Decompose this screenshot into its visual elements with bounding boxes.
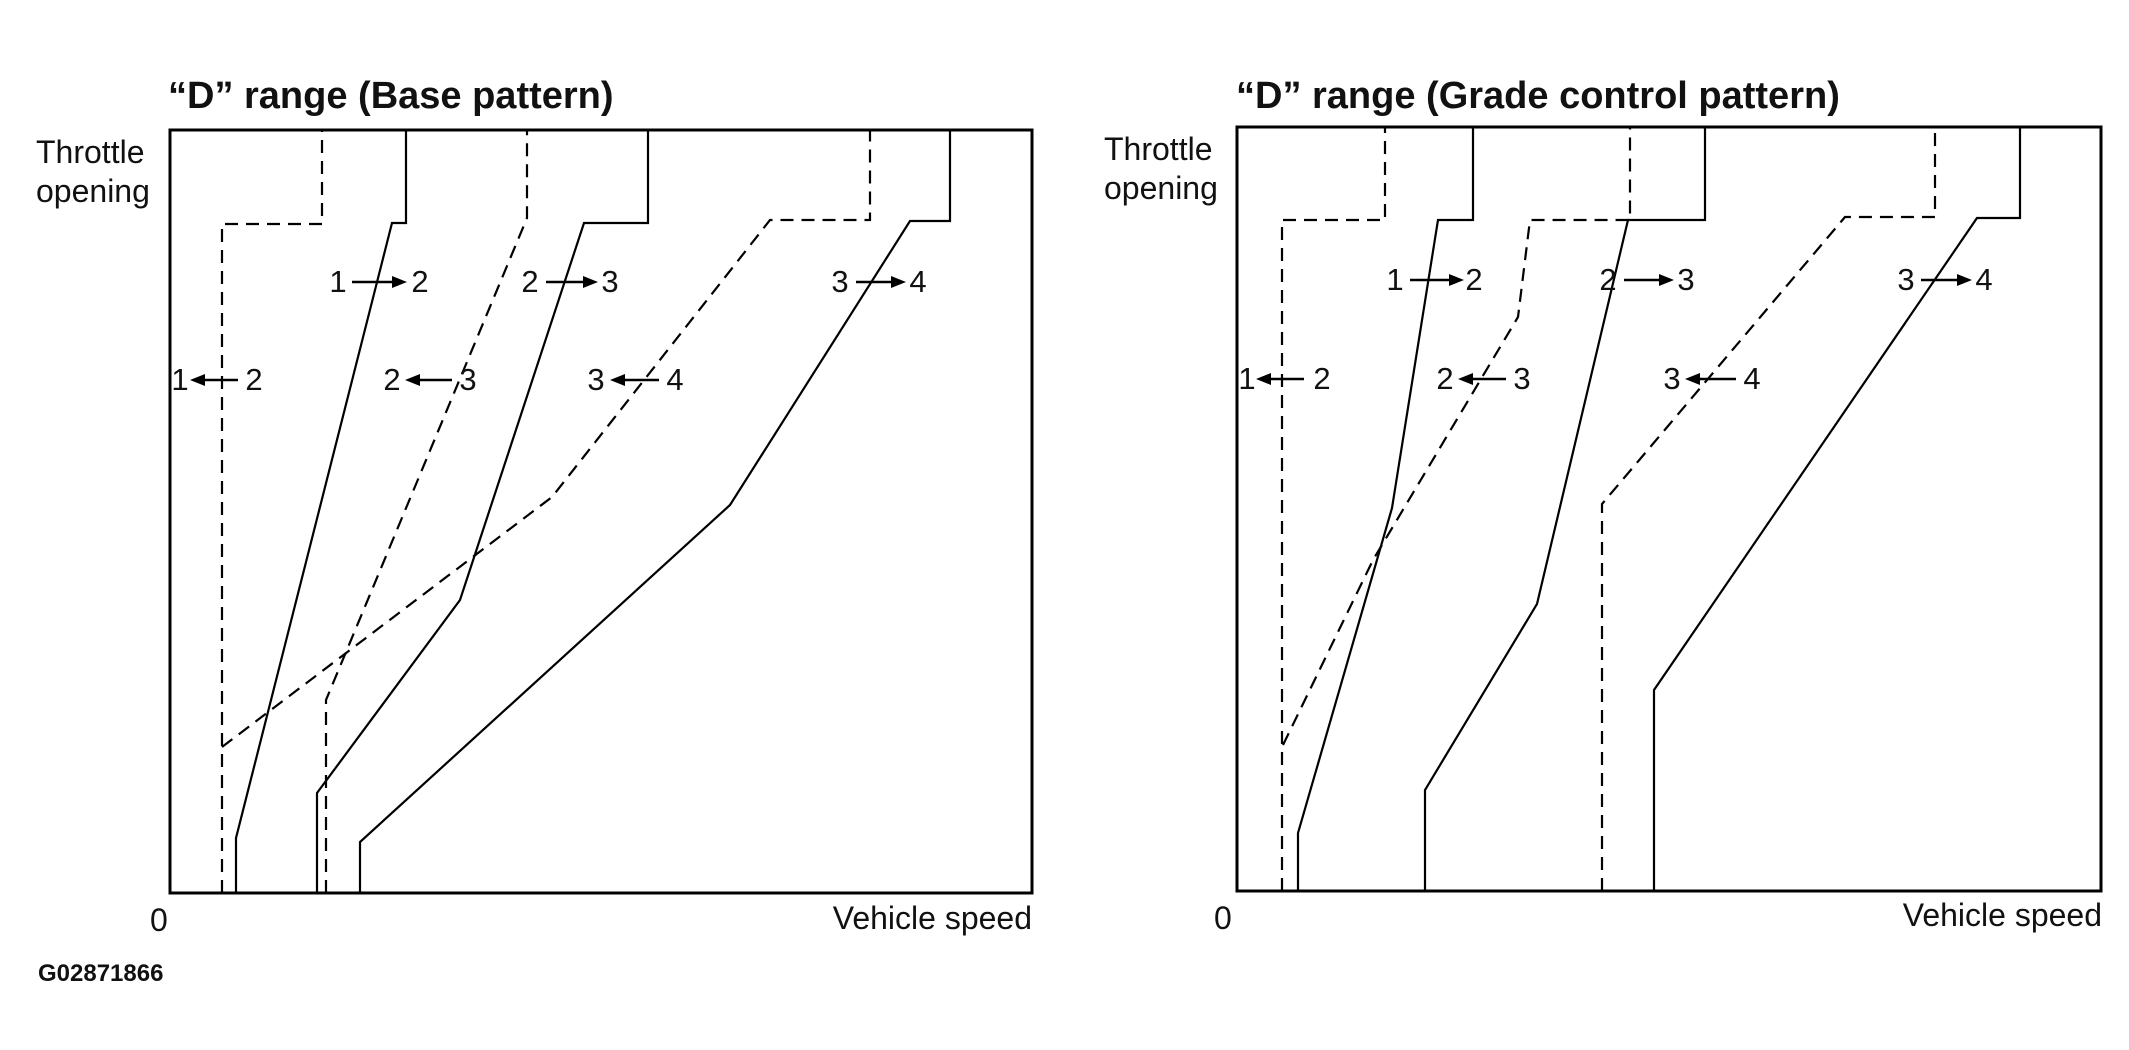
svg-text:3: 3 <box>459 362 476 397</box>
svg-text:3: 3 <box>1663 361 1680 396</box>
svg-text:3: 3 <box>1513 361 1530 396</box>
svg-text:4: 4 <box>1743 361 1760 396</box>
shift-label-up-2-3: 2 3 <box>1599 262 1694 297</box>
upshift-line-2-3 <box>1423 127 1707 891</box>
svg-text:2: 2 <box>1436 361 1453 396</box>
origin-label: 0 <box>150 902 168 938</box>
shift-label-up-2-3: 2 3 <box>521 264 618 299</box>
svg-text:3: 3 <box>1677 262 1694 297</box>
svg-text:2: 2 <box>1465 262 1482 297</box>
shift-label-up-3-4: 3 4 <box>831 264 926 299</box>
shift-label-down-2-3: 2 3 <box>1436 361 1530 396</box>
svg-text:1: 1 <box>329 264 346 299</box>
y-axis-label-line1: Throttle <box>1104 131 1212 167</box>
y-axis-label-line1: Throttle <box>36 134 144 170</box>
svg-text:2: 2 <box>383 362 400 397</box>
svg-text:3: 3 <box>1897 262 1914 297</box>
shift-label-down-3-4: 3 4 <box>587 362 683 397</box>
panel-base-pattern: “D” range (Base pattern) Throttle openin… <box>36 75 1034 938</box>
plot-frame <box>1235 125 2103 893</box>
plot-frame <box>168 128 1034 895</box>
svg-text:2: 2 <box>1313 361 1330 396</box>
upshift-line-3-4 <box>358 130 952 893</box>
y-axis-label-line2: opening <box>1104 170 1218 206</box>
y-axis-label-line2: opening <box>36 173 150 209</box>
svg-text:1: 1 <box>1238 361 1255 396</box>
upshift-line-1-2 <box>1296 127 1475 891</box>
x-axis-label: Vehicle speed <box>833 900 1032 936</box>
svg-text:4: 4 <box>909 264 926 299</box>
shift-label-down-3-4: 3 4 <box>1663 361 1760 396</box>
upshift-line-2-3 <box>315 130 650 893</box>
svg-text:4: 4 <box>666 362 683 397</box>
svg-text:1: 1 <box>1386 262 1403 297</box>
shift-label-up-3-4: 3 4 <box>1897 262 1992 297</box>
downshift-line-1-2 <box>1280 127 1387 891</box>
figure-code: G02871866 <box>38 960 163 987</box>
svg-text:2: 2 <box>411 264 428 299</box>
downshift-line-2-3 <box>324 130 529 893</box>
downshift-line-2-3 <box>1282 127 1632 746</box>
downshift-line-1-2 <box>220 130 324 893</box>
panel-grade-control-pattern: “D” range (Grade control pattern) Thrott… <box>1104 75 2103 936</box>
shift-label-down-2-3: 2 3 <box>383 362 476 397</box>
panel-title: “D” range (Grade control pattern) <box>1236 75 1840 117</box>
upshift-line-3-4 <box>1652 127 2022 891</box>
shift-label-down-1-2: 1 2 <box>1238 361 1330 396</box>
svg-text:3: 3 <box>601 264 618 299</box>
svg-text:2: 2 <box>1599 262 1616 297</box>
svg-text:4: 4 <box>1975 262 1992 297</box>
downshift-line-3-4 <box>221 130 872 748</box>
shift-label-up-1-2: 1 2 <box>329 264 428 299</box>
svg-text:2: 2 <box>521 264 538 299</box>
downshift-line-3-4 <box>1600 127 1937 891</box>
origin-label: 0 <box>1214 900 1232 936</box>
upshift-line-1-2 <box>234 130 408 893</box>
svg-text:3: 3 <box>831 264 848 299</box>
shift-label-up-1-2: 1 2 <box>1386 262 1482 297</box>
panel-title: “D” range (Base pattern) <box>168 75 614 117</box>
svg-text:2: 2 <box>245 362 262 397</box>
svg-text:3: 3 <box>587 362 604 397</box>
x-axis-label: Vehicle speed <box>1903 897 2102 933</box>
svg-text:1: 1 <box>171 362 188 397</box>
shift-label-down-1-2: 1 2 <box>171 362 262 397</box>
